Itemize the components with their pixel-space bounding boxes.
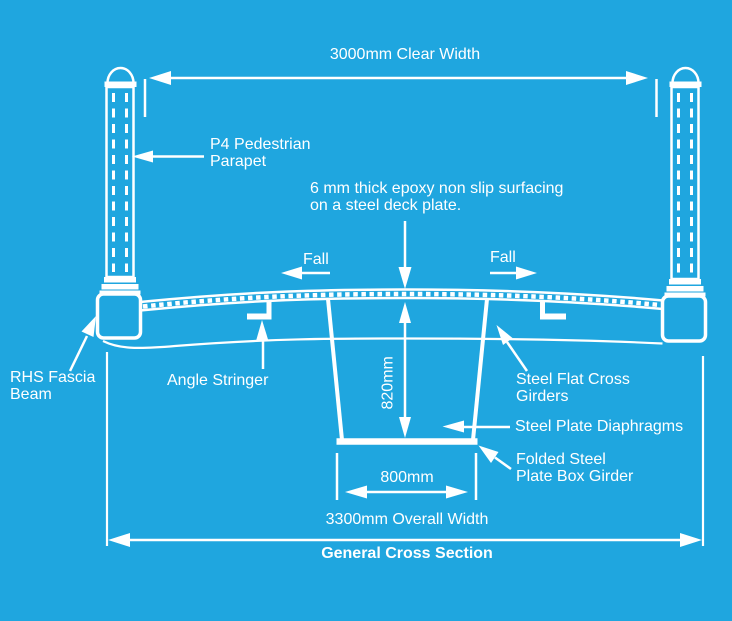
deck-plate xyxy=(139,288,664,312)
fascia-label: RHS Fascia Beam xyxy=(10,369,96,403)
diaphragms-label: Steel Plate Diaphragms xyxy=(515,418,684,435)
left-post-base xyxy=(101,284,139,290)
deck-bottom-line xyxy=(139,296,664,312)
arrowhead-up-left xyxy=(478,445,499,463)
section-title: General Cross Section xyxy=(321,545,493,562)
clear-width-label: 3000mm Clear Width xyxy=(329,46,481,63)
left-post-body xyxy=(105,85,135,279)
arrowhead-right xyxy=(626,71,648,85)
clear-width-dimension xyxy=(143,71,658,117)
surfacing-label: 6 mm thick epoxy non slip surfacing on a… xyxy=(310,180,564,214)
arrowhead-right xyxy=(446,485,468,499)
right-fascia-beam xyxy=(660,294,708,343)
arrowhead-left xyxy=(345,485,367,499)
overall-width-label: 3300mm Overall Width xyxy=(325,511,489,528)
arrowhead-left xyxy=(132,150,153,163)
arrowhead-right xyxy=(516,266,537,280)
box-depth-label: 820mm xyxy=(379,356,397,410)
deck-surfacing-dots xyxy=(142,291,661,309)
surfacing-arrow xyxy=(398,221,412,289)
box-width-label: 800mm xyxy=(380,469,434,486)
diaphragms-leader xyxy=(442,420,510,433)
angle-stringer-leader xyxy=(256,320,269,369)
right-parapet-post xyxy=(664,66,706,297)
right-post-body xyxy=(670,85,700,281)
box-girder xyxy=(326,298,489,445)
parapet-label: P4 Pedestrian Parapet xyxy=(210,136,311,170)
arrowhead-up-left xyxy=(496,325,513,345)
left-post-base xyxy=(104,277,136,283)
cross-girders-label: Steel Flat Cross Girders xyxy=(516,371,630,405)
box-girder-right-web xyxy=(471,298,489,441)
right-post-dome xyxy=(671,66,700,84)
parapet-leader xyxy=(132,150,204,163)
cross-girders-leader xyxy=(496,325,529,372)
cross-girder-line xyxy=(102,337,663,350)
box-width-dimension xyxy=(335,453,478,500)
arrowhead-left xyxy=(149,71,171,85)
left-fascia-beam xyxy=(95,292,143,340)
arrowhead-up-right xyxy=(81,316,96,337)
arrowhead-right xyxy=(680,533,702,547)
arrowhead-up xyxy=(399,302,411,323)
box-girder-left-web xyxy=(326,298,344,441)
left-post-dome xyxy=(106,66,135,84)
arrowhead-left xyxy=(442,420,464,433)
fall-right-label: Fall xyxy=(490,249,516,266)
right-post-base xyxy=(666,286,704,292)
fascia-leader xyxy=(68,316,96,372)
fall-arrow-left xyxy=(281,266,330,280)
arrowhead-down xyxy=(398,267,412,289)
right-angle-stringer xyxy=(540,300,566,320)
fall-left-label: Fall xyxy=(303,251,329,268)
fall-arrow-right xyxy=(490,266,537,280)
box-girder-leader xyxy=(478,445,512,471)
arrowhead-down xyxy=(399,417,411,438)
arrowhead-left xyxy=(108,533,130,547)
left-post-cap-bar xyxy=(104,81,137,87)
arrowhead-up xyxy=(256,320,269,341)
left-parapet-post xyxy=(99,66,141,295)
right-post-base xyxy=(669,279,701,285)
box-girder-label: Folded Steel Plate Box Girder xyxy=(516,451,634,485)
right-post-cap-bar xyxy=(669,81,702,87)
angle-stringer-label: Angle Stringer xyxy=(167,372,269,389)
arrowhead-left xyxy=(281,266,302,280)
left-angle-stringer xyxy=(247,300,272,320)
overall-width-dimension xyxy=(105,352,705,547)
deck-top-line xyxy=(139,288,664,304)
box-depth-dimension xyxy=(399,302,411,438)
